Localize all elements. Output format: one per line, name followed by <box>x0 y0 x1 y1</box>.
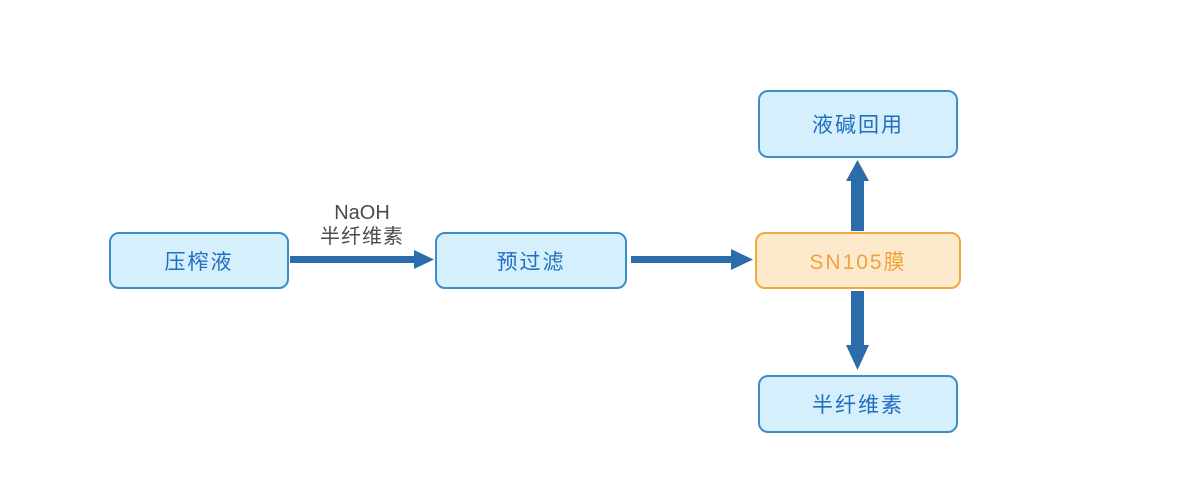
arrow-prefilter-to-membrane <box>631 249 753 270</box>
node-pressed-liquid-label: 压榨液 <box>164 250 234 274</box>
node-prefiltration-label: 预过滤 <box>496 250 566 274</box>
edge-label-line-hemicellulose: 半纤维素 <box>320 226 404 248</box>
arrow-pressed-to-prefilter <box>290 250 434 269</box>
edge-label-line-naoh: NaOH <box>334 202 390 224</box>
node-prefiltration[interactable]: 预过滤 <box>435 232 627 289</box>
arrow-membrane-to-alkali <box>846 160 869 231</box>
node-pressed-liquid[interactable]: 压榨液 <box>109 232 289 289</box>
edge-label-feed-additives: NaOH 半纤维素 <box>292 201 432 249</box>
arrow-membrane-to-hemicellulose <box>846 291 869 370</box>
node-hemicellulose-label: 半纤维素 <box>812 394 904 417</box>
node-sn105-membrane[interactable]: SN105膜 <box>755 232 961 289</box>
node-alkali-recycle[interactable]: 液碱回用 <box>758 90 958 158</box>
node-hemicellulose[interactable]: 半纤维素 <box>758 375 958 433</box>
node-alkali-recycle-label: 液碱回用 <box>812 114 904 137</box>
node-sn105-membrane-label: SN105膜 <box>809 250 907 274</box>
